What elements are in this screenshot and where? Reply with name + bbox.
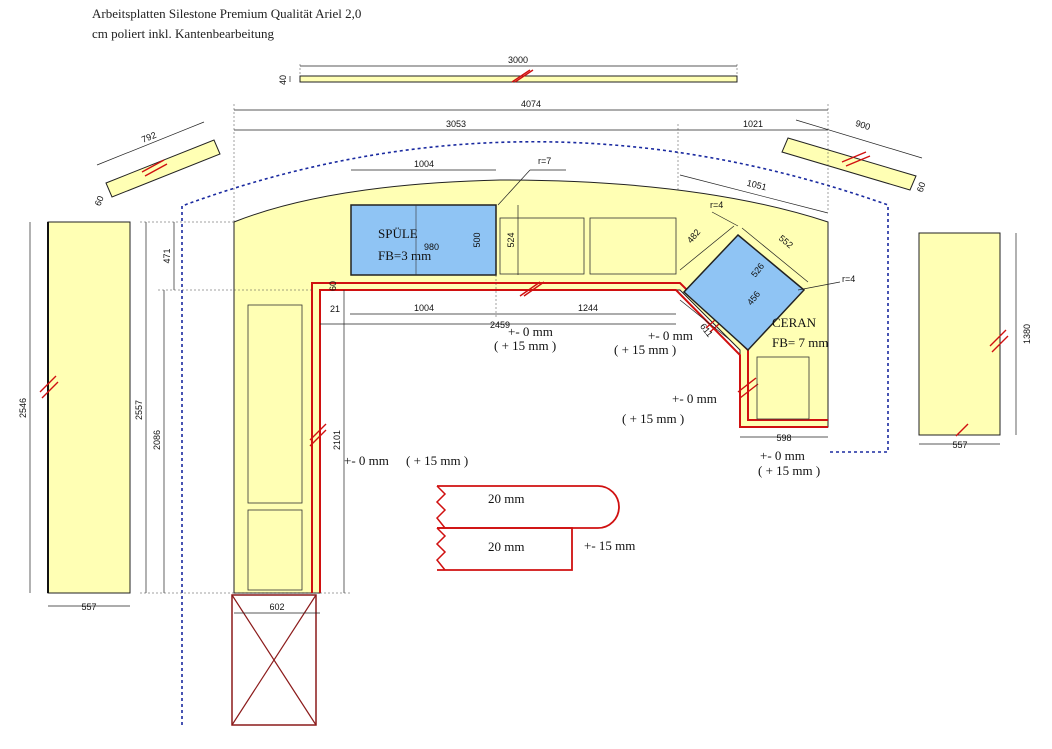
dim-1244: 1244	[578, 303, 598, 313]
dim-557-left: 557	[81, 602, 96, 612]
dim-2086: 2086	[152, 430, 162, 450]
cooktop-fb-label: FB= 7 mm	[772, 335, 828, 350]
dim-598: 598	[776, 433, 791, 443]
sink-cutout: SPÜLE FB=3 mm 980 500 1004 r=7 524	[350, 156, 566, 276]
dim-2459: 2459	[490, 320, 510, 330]
dim-611: 611	[698, 321, 715, 338]
dim-500: 500	[472, 232, 482, 247]
radius-4-right: r=4	[842, 274, 855, 284]
dim-1051: 1051	[746, 178, 768, 193]
dim-21: 21	[330, 304, 340, 314]
title-line-1: Arbeitsplatten Silestone Premium Qualitä…	[92, 6, 362, 21]
dim-40: 40	[278, 75, 288, 85]
dim-1004-top: 1004	[414, 159, 434, 169]
edge-profile-round: 20 mm	[435, 485, 620, 529]
tol-5a: +- 0 mm	[344, 453, 389, 468]
dim-602: 602	[269, 602, 284, 612]
tol-4a: +- 0 mm	[760, 448, 805, 463]
dim-557-right: 557	[952, 440, 967, 450]
tol-4b: ( + 15 mm )	[758, 463, 820, 478]
front-dims: 1004 1244 2459	[320, 275, 676, 330]
profile-straight-tol: +- 15 mm	[584, 538, 635, 553]
dim-2557: 2557	[134, 400, 144, 420]
edge-profile-straight: 20 mm +- 15 mm	[435, 527, 635, 571]
dim-60-corner: 60	[328, 281, 338, 291]
dim-792: 792	[140, 130, 158, 145]
dim-1004: 1004	[414, 303, 434, 313]
title-line-2: cm poliert inkl. Kantenbearbeitung	[92, 26, 274, 41]
tol-1b: ( + 15 mm )	[494, 338, 556, 353]
angled-strip-left: 792 60	[93, 121, 221, 207]
tall-unit-box: 602	[231, 594, 320, 726]
dim-3000: 3000	[508, 55, 528, 65]
dim-2546: 2546	[18, 398, 28, 418]
dim-3053: 3053	[446, 119, 466, 129]
dim-524: 524	[506, 232, 516, 247]
cooktop-label: CERAN	[772, 315, 817, 330]
dim-471: 471	[162, 248, 172, 263]
profile-round-label: 20 mm	[488, 491, 524, 506]
dim-1021: 1021	[743, 119, 763, 129]
sink-fb-label: FB=3 mm	[378, 248, 431, 263]
wall-outline	[181, 140, 889, 725]
dim-980: 980	[424, 242, 439, 252]
right-side-panel: 1380 557	[918, 232, 1032, 450]
left-run-dims: 471 2086 2557 2101 60 21	[134, 221, 350, 594]
dim-4074: 4074	[521, 99, 541, 109]
dim-60-left-strip: 60	[93, 194, 106, 207]
tol-2b: ( + 15 mm )	[614, 342, 676, 357]
profile-straight-label: 20 mm	[488, 539, 524, 554]
sink-label: SPÜLE	[378, 226, 418, 241]
radius-7: r=7	[538, 156, 551, 166]
dim-1380: 1380	[1022, 324, 1032, 344]
strip-piece-3000: 3000 40	[278, 55, 738, 85]
dim-900: 900	[854, 118, 871, 132]
tol-3a: +- 0 mm	[672, 391, 717, 406]
tol-1a: +- 0 mm	[508, 324, 553, 339]
tol-2a: +- 0 mm	[648, 328, 693, 343]
tol-5b: ( + 15 mm )	[406, 453, 468, 468]
cooktop-cutout: CERAN FB= 7 mm 526 456 552 482 r=4 r=4 1…	[679, 174, 855, 352]
radius-4-top: r=4	[710, 200, 723, 210]
dim-2101: 2101	[332, 430, 342, 450]
overall-dims: 4074 3053 1021	[233, 99, 829, 270]
tol-3b: ( + 15 mm )	[622, 411, 684, 426]
angled-strip-right: 900 60	[781, 118, 928, 194]
dim-60-right-strip: 60	[915, 181, 928, 194]
left-side-panel: 2546 557	[18, 221, 131, 612]
